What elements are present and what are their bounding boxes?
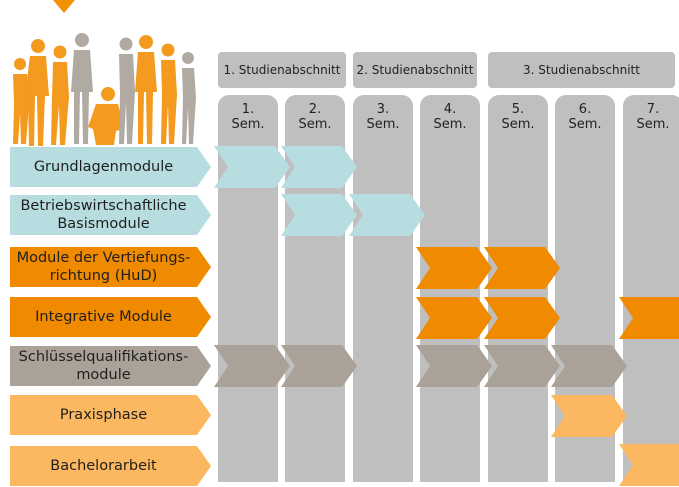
semester-label-1: 1. Sem. — [231, 102, 265, 132]
row-label-betriebswirtschaftliche-basismodule: Betriebswirtschaftliche Basismodule — [10, 195, 211, 235]
down-triangle-icon — [53, 0, 75, 13]
semester-column-3: 3. Sem. — [353, 95, 413, 482]
semester-label-4: 4. Sem. — [433, 102, 467, 132]
row-label-vertiefungsrichtung: Module der Vertiefungs- richtung (HuD) — [10, 247, 211, 287]
row-label-grundlagenmodule: Grundlagenmodule — [10, 147, 211, 187]
phase-header-1: 1. Studienabschnitt — [218, 52, 346, 88]
semester-label-2: 2. Sem. — [298, 102, 332, 132]
row-label-bachelorarbeit: Bachelorarbeit — [10, 446, 211, 486]
semester-label-7: 7. Sem. — [636, 102, 670, 132]
semester-column-7: 7. Sem. — [623, 95, 679, 482]
phase-header-3: 3. Studienabschnitt — [488, 52, 675, 88]
semester-label-3: 3. Sem. — [366, 102, 400, 132]
semester-label-5: 5. Sem. — [501, 102, 535, 132]
row-label-integrative-module: Integrative Module — [10, 297, 211, 337]
phase-header-2: 2. Studienabschnitt — [353, 52, 477, 88]
row-label-schluesselqualifikationsmodule: Schlüsselqualifikations- module — [10, 346, 211, 386]
semester-label-6: 6. Sem. — [568, 102, 602, 132]
row-label-praxisphase: Praxisphase — [10, 395, 211, 435]
people-group-icon — [13, 33, 196, 146]
